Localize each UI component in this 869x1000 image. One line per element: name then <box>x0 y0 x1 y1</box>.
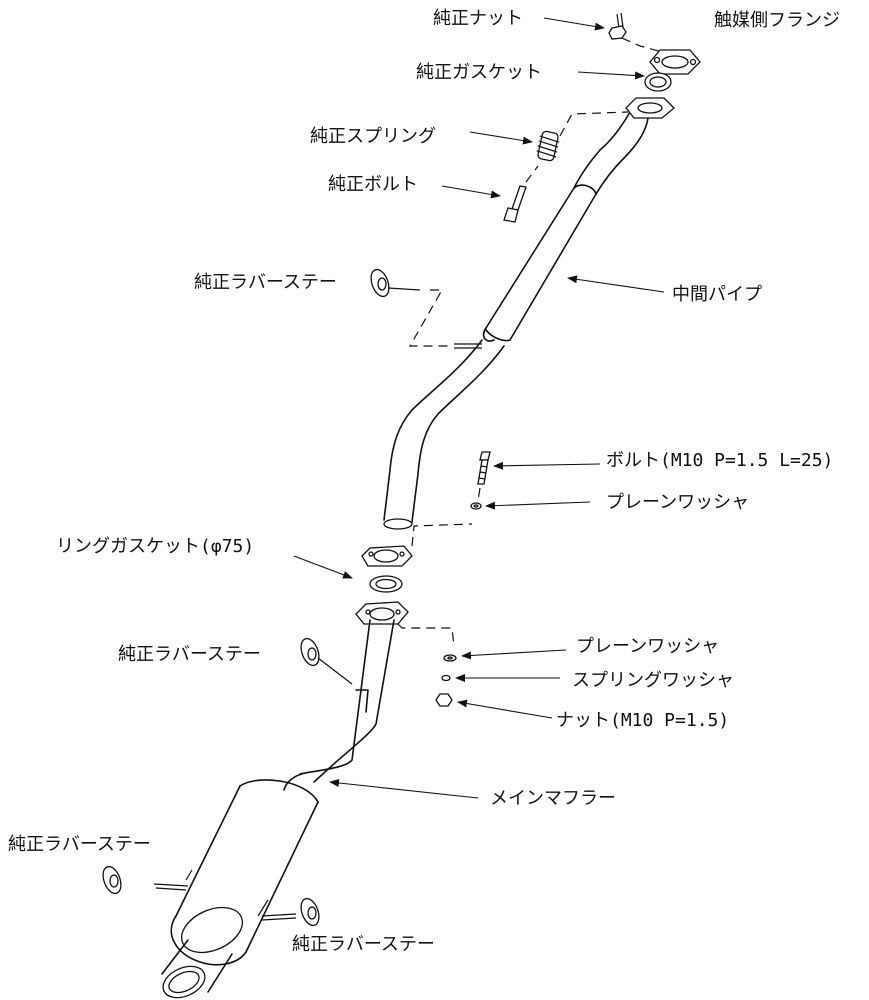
nut-m10 <box>435 693 453 707</box>
oem-nut <box>608 12 663 53</box>
center-pipe <box>383 111 649 530</box>
label-oem-rubber-stay-3: 純正ラバーステー <box>8 834 151 855</box>
bolt-m10 <box>477 451 491 501</box>
label-oem-gasket: 純正ガスケット <box>416 62 542 83</box>
plain-washer-1 <box>470 502 482 510</box>
label-spring-washer: スプリングワッシャ <box>572 670 734 691</box>
main-muffler <box>153 619 395 999</box>
ring-gasket <box>369 575 403 593</box>
label-cat-flange: 触媒側フランジ <box>714 10 840 31</box>
oem-rubber-stay-4 <box>300 897 320 927</box>
label-center-pipe: 中間パイプ <box>672 284 762 305</box>
center-pipe-outlet-flange <box>361 523 473 567</box>
leader-lines <box>293 17 665 799</box>
label-oem-rubber-stay-4: 純正ラバーステー <box>292 934 435 955</box>
label-oem-nut: 純正ナット <box>433 8 523 29</box>
label-ring-gasket: リングガスケット(φ75) <box>56 536 255 557</box>
cat-side-flange <box>649 49 701 75</box>
label-main-muffler: メインマフラー <box>490 788 616 809</box>
label-plain-washer-2: プレーンワッシャ <box>576 636 720 657</box>
label-oem-bolt: 純正ボルト <box>328 174 418 195</box>
label-plain-washer-1: プレーンワッシャ <box>606 492 750 513</box>
label-oem-rubber-stay-2: 純正ラバーステー <box>118 644 261 665</box>
oem-bolt <box>503 165 539 223</box>
oem-rubber-stay-3 <box>102 865 122 895</box>
oem-rubber-stay-2 <box>300 637 353 685</box>
main-muffler-inlet-flange <box>355 601 455 647</box>
label-oem-spring: 純正スプリング <box>310 126 436 147</box>
plain-washer-2 <box>443 654 457 662</box>
spring-washer-part <box>441 674 451 682</box>
pipe-top-flange <box>625 97 675 119</box>
oem-rubber-stay-1 <box>370 268 452 347</box>
oem-gasket <box>644 72 672 92</box>
oem-spring <box>536 111 629 162</box>
label-bolt-spec: ボルト(M10 P=1.5 L=25) <box>606 450 834 471</box>
label-nut-spec: ナット(M10 P=1.5) <box>556 710 730 731</box>
label-oem-rubber-stay-1: 純正ラバーステー <box>194 272 337 293</box>
